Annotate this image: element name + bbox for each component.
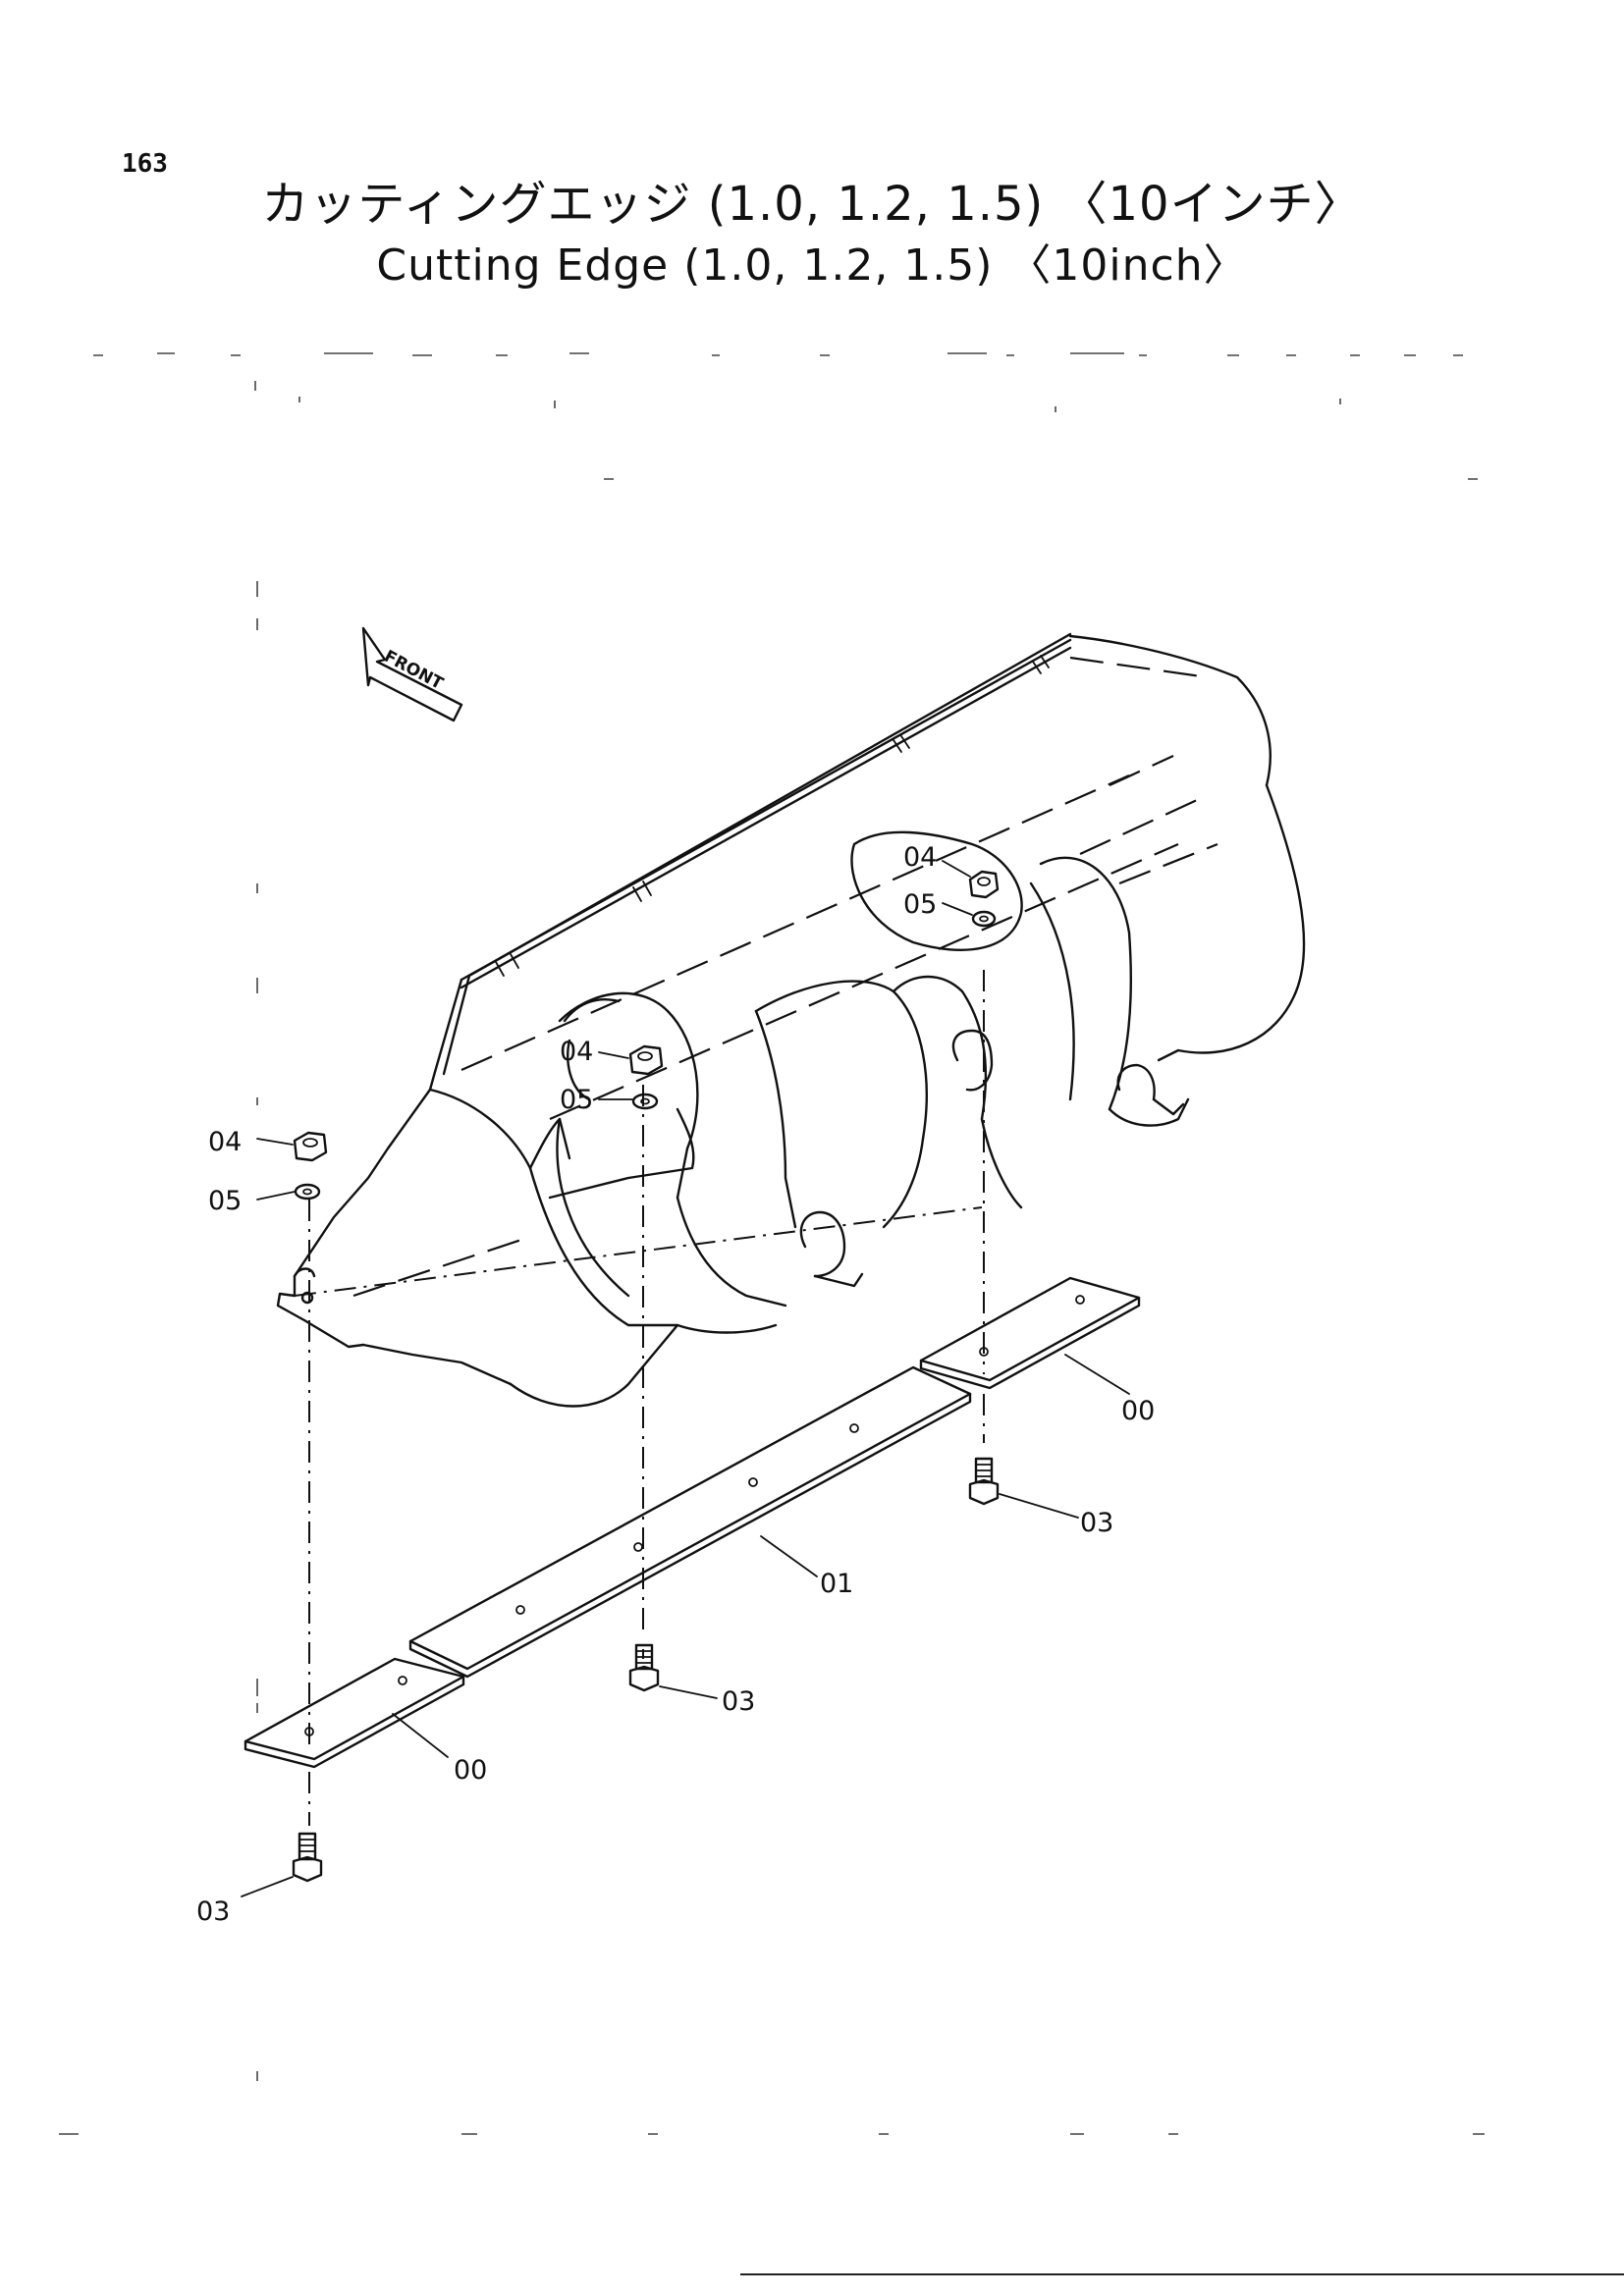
scan-marks <box>59 352 1485 2135</box>
callout-nut: 04 <box>208 1127 242 1157</box>
callout-bolt: 03 <box>722 1686 755 1717</box>
bottom-rule <box>740 2273 1624 2275</box>
washer-icon <box>971 910 997 928</box>
bolt-icon <box>292 1832 323 1883</box>
cutting-edge-center <box>408 1365 972 1671</box>
nut-icon <box>968 870 1000 899</box>
bolt-icon <box>968 1457 1000 1506</box>
callout-washer: 05 <box>560 1085 593 1115</box>
washer-icon <box>631 1093 659 1110</box>
callout-nut: 04 <box>903 842 937 873</box>
callout-washer: 05 <box>903 889 937 920</box>
front-arrow: FRONT <box>361 626 463 722</box>
title-english: Cutting Edge (1.0, 1.2, 1.5) 〈10inch〉 <box>376 240 1248 291</box>
bucket <box>276 632 1306 1408</box>
callout-edge-piece: 00 <box>454 1755 487 1786</box>
assembly-center-lines <box>308 970 985 1826</box>
callout-nut: 04 <box>560 1037 593 1067</box>
washer-icon <box>294 1183 321 1201</box>
nut-icon <box>293 1131 328 1162</box>
leader-lines <box>241 860 1130 1897</box>
callout-bolt: 03 <box>1080 1508 1113 1538</box>
nut-icons <box>293 870 1000 1162</box>
bolt-icons <box>292 1457 1000 1883</box>
callout-bolt: 03 <box>196 1896 230 1927</box>
callout-washer: 05 <box>208 1186 242 1216</box>
nut-icon <box>628 1044 664 1076</box>
washer-icons <box>294 910 997 1201</box>
callout-labels: 04 05 04 05 04 05 00 03 01 03 00 03 <box>196 842 1155 1927</box>
title-japanese: カッティングエッジ (1.0, 1.2, 1.5) 〈10インチ〉 <box>261 177 1363 232</box>
callout-cutting-edge: 01 <box>820 1569 853 1599</box>
page-number: 163 <box>122 149 168 179</box>
bolt-icon <box>628 1643 660 1692</box>
cutting-edge-assembly <box>244 1276 1141 1769</box>
callout-edge-piece: 00 <box>1121 1396 1155 1426</box>
